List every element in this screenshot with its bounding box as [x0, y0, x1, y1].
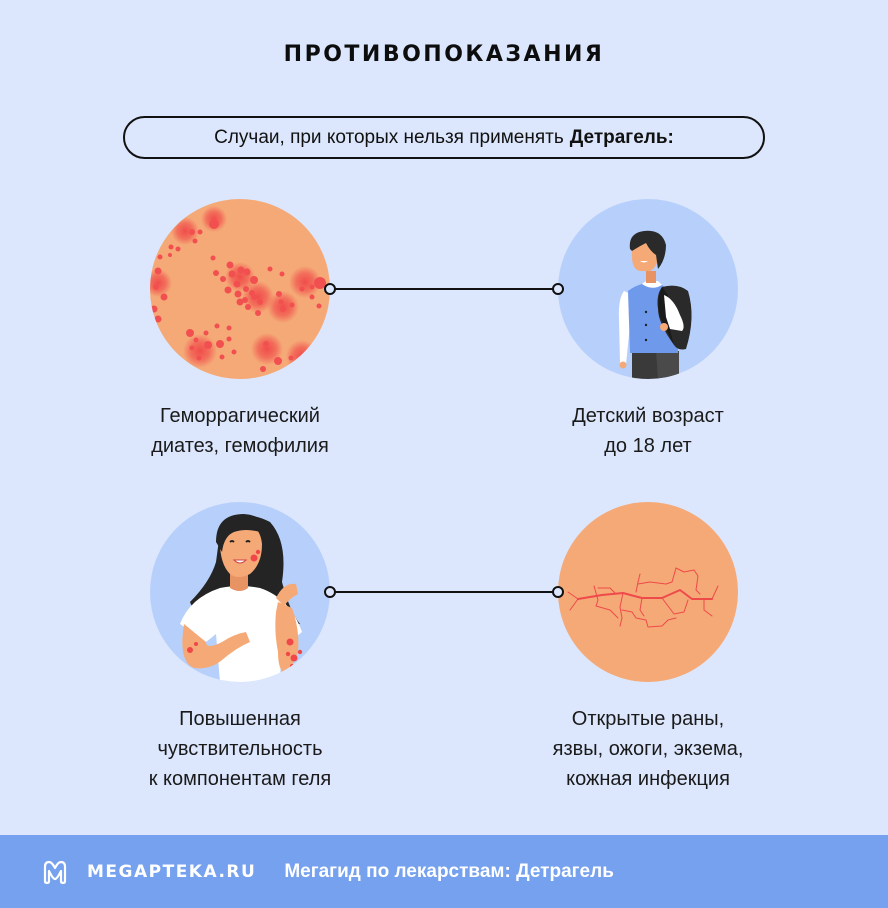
label-child-age: Детский возраст до 18 лет [498, 401, 798, 461]
connector-dot [552, 586, 564, 598]
page-title: ПРОТИВОПОКАЗАНИЯ [283, 42, 605, 67]
child-with-backpack-icon [558, 199, 738, 379]
label-line: Повышенная [179, 708, 301, 730]
connector-dot [324, 586, 336, 598]
brand-name[interactable]: MEGAPTEKA.RU [87, 861, 257, 882]
label-open-wounds: Открытые раны, язвы, ожоги, экзема, кожн… [498, 704, 798, 794]
subtitle-product-name: Детрагель: [569, 126, 674, 148]
label-line: кожная инфекция [566, 768, 730, 790]
connector-dot [552, 283, 564, 295]
label-line: Геморрагический [160, 405, 320, 427]
connector-dot [324, 283, 336, 295]
label-hemorrhagic-diathesis: Геморрагический диатез, гемофилия [90, 401, 390, 461]
label-line: Открытые раны, [571, 708, 725, 730]
label-line: Детский возраст [572, 405, 724, 427]
subtitle-text: Случаи, при которых нельзя применять [214, 126, 564, 148]
connector-line-top [330, 288, 558, 290]
footer-tagline: Мегагид по лекарствам: Детрагель [284, 860, 614, 882]
subtitle-pill: Случаи, при которых нельзя применять Дет… [123, 116, 765, 159]
megapteka-logo-icon[interactable] [40, 859, 70, 885]
label-hypersensitivity: Повышенная чувствительность к компонента… [90, 704, 390, 794]
label-line: язвы, ожоги, экзема, [552, 738, 744, 760]
skin-spots-icon [150, 199, 330, 379]
connector-line-bottom [330, 591, 558, 593]
woman-with-rash-icon [150, 502, 330, 682]
label-line: к компонентам геля [148, 768, 332, 790]
label-line: чувствительность [157, 738, 323, 760]
footer: MEGAPTEKA.RU Мегагид по лекарствам: Детр… [0, 835, 888, 908]
label-line: до 18 лет [604, 435, 692, 457]
cracked-skin-icon [558, 502, 738, 682]
label-line: диатез, гемофилия [151, 435, 329, 457]
